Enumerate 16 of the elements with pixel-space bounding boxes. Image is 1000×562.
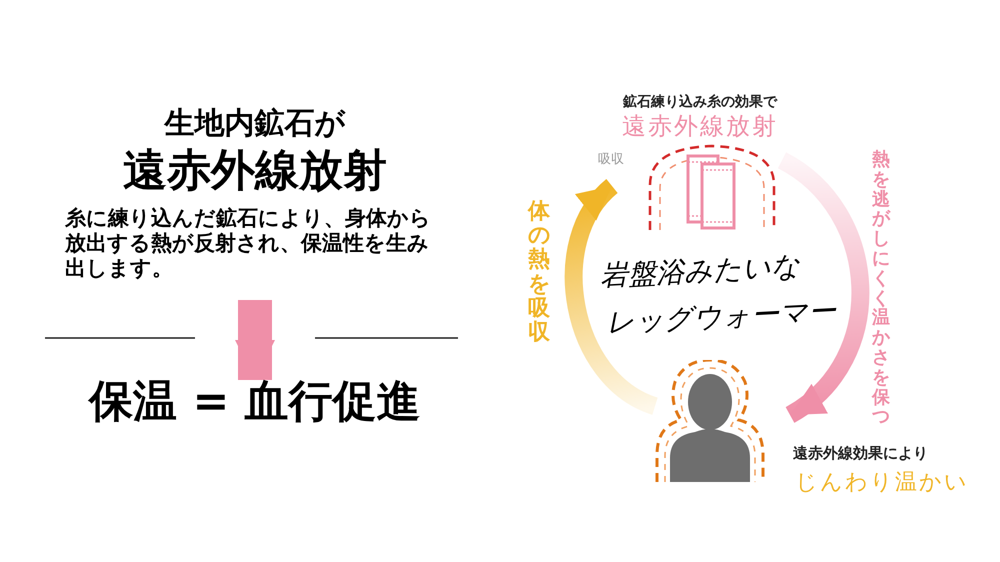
heading: 生地内鉱石が [164,105,346,142]
heading: 遠赤外線放射 [123,144,387,198]
heading: 保温 = 血行促進 [86,380,422,424]
caption-text: 鉱石練り込み糸の効果で [622,93,778,112]
edge-label: 熱を逃がしにくく温かさを保つ [872,150,890,428]
arrow [777,152,870,422]
edge-label: 体の熱を吸収 [528,200,550,346]
handwritten-title: レッグウォーマー [605,293,837,341]
caption-text: じんわり温かい [795,469,969,497]
caption-text: 遠赤外線効果により [793,443,928,464]
arrow [235,300,275,380]
body-text: 糸に練り込んだ鉱石により、身体から放出する熱が反射され、保温性を生み出します。 [65,206,432,282]
arrow [564,180,659,414]
handwritten-title: 岩盤浴みたいな [599,248,801,294]
caption-text: 遠赤外線放射 [621,111,779,142]
annotation-text: 吸収 [598,151,624,169]
